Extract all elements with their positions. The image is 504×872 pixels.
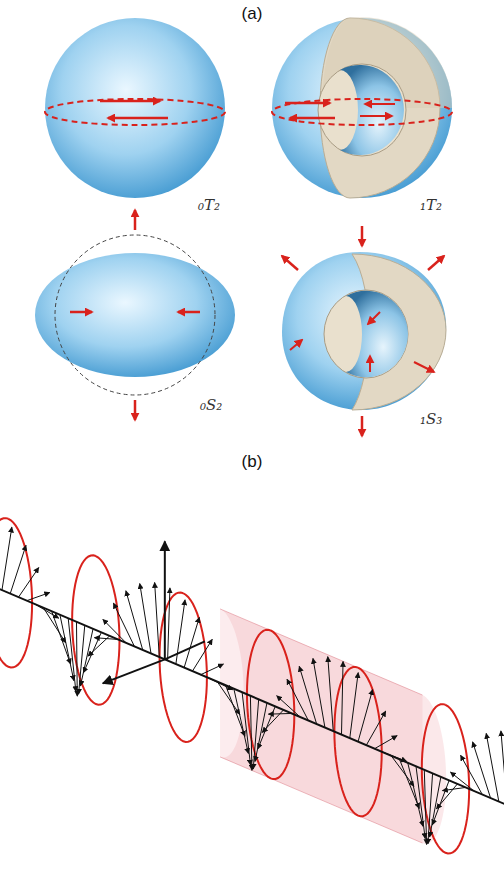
field-vector: [126, 591, 143, 650]
field-vector: [358, 690, 373, 742]
spheroidal-mode-0S2: [35, 210, 235, 420]
coordinate-axis: [103, 659, 165, 683]
mode-label: ₀T₂: [198, 196, 220, 214]
field-vector: [277, 696, 300, 717]
field-vector: [68, 618, 76, 691]
cylinder-shade: [220, 609, 446, 844]
field-vector: [27, 593, 50, 601]
field-vector: [94, 638, 118, 640]
field-vector: [313, 658, 325, 727]
field-vector: [391, 756, 414, 786]
field-vector: [436, 784, 457, 809]
field-vector: [140, 584, 151, 654]
field-vector: [234, 689, 249, 754]
field-vector: [424, 770, 426, 845]
mode-label: ₀S₂: [200, 396, 222, 414]
field-vector: [450, 772, 474, 791]
field-vector: [201, 664, 224, 675]
spheroidal-mode-1S3: [282, 226, 446, 436]
field-vector: [416, 766, 425, 838]
field-vector: [35, 604, 59, 618]
cylinder-edge: [220, 757, 422, 843]
field-vector: [155, 582, 160, 657]
field-vector: [350, 673, 358, 738]
field-vector: [268, 713, 291, 715]
panel-label: (b): [242, 452, 263, 472]
field-vector: [375, 736, 398, 749]
field-vector: [79, 625, 85, 694]
coordinate-axis: [165, 641, 205, 659]
field-vector: [10, 545, 26, 593]
propagation-axis: [0, 585, 504, 808]
field-ring: [334, 667, 381, 816]
field-vector: [341, 661, 343, 734]
toroidal-mode-1T2: [272, 17, 452, 198]
panel-label: (a): [242, 4, 263, 24]
field-vector: [473, 742, 491, 798]
field-vector: [80, 629, 93, 686]
field-vector: [432, 780, 449, 825]
field-vector: [442, 787, 465, 790]
field-ring: [0, 518, 32, 667]
field-vector: [242, 692, 250, 765]
field-vector: [209, 678, 233, 690]
field-vector: [299, 666, 316, 724]
field-vector: [168, 588, 170, 661]
field-vector: [366, 711, 385, 745]
cylinder-edge: [220, 609, 422, 695]
field-vector: [2, 527, 12, 590]
field-vector: [408, 763, 423, 826]
field-vector: [328, 657, 333, 731]
mode-label: ₁S₃: [420, 410, 442, 428]
coordinate-axis: [164, 541, 166, 659]
field-vector: [486, 733, 499, 801]
field-vector: [184, 617, 199, 667]
field-vector: [501, 731, 504, 805]
field-vector: [192, 639, 212, 671]
field-vector: [250, 696, 252, 771]
field-vector: [76, 622, 78, 696]
mode-label: ₁T₂: [420, 196, 442, 214]
toroidal-mode-0T2: [45, 18, 225, 198]
field-vector: [19, 568, 39, 598]
